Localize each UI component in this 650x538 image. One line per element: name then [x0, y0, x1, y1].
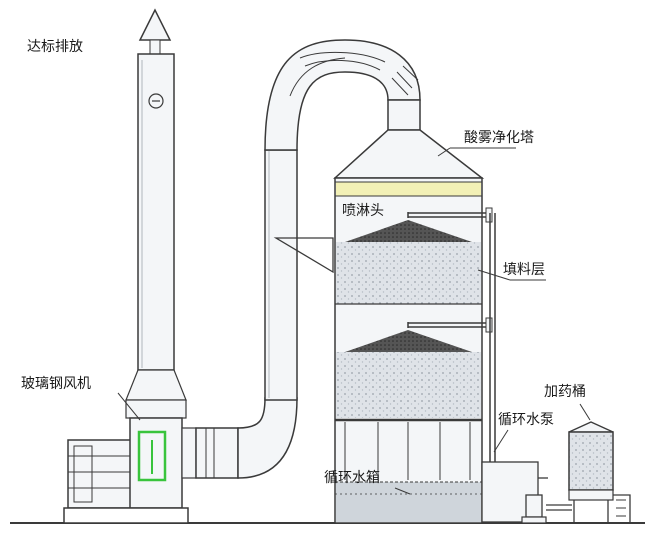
circulation-pump — [481, 461, 572, 524]
tower-roof — [333, 129, 485, 179]
label-tower: 酸雾净化塔 — [464, 130, 534, 146]
label-dosing-tank: 加药桶 — [544, 384, 586, 400]
label-pump: 循环水泵 — [498, 412, 554, 428]
dosing-tank — [568, 421, 631, 523]
exhaust-stack — [125, 8, 187, 419]
label-packing-layer: 填料层 — [503, 262, 545, 278]
label-spray-head: 喷淋头 — [342, 203, 384, 219]
pump-body — [525, 494, 543, 518]
fan-motor — [67, 439, 141, 509]
exhaust-arrow-icon — [138, 8, 172, 41]
label-fan: 玻璃钢风机 — [21, 376, 91, 392]
spray-cone-upper — [345, 220, 472, 242]
fan-highlight — [137, 430, 167, 482]
label-exhaust: 达标排放 — [27, 39, 83, 55]
spray-cone-lower — [345, 330, 472, 352]
inlet-duct — [195, 39, 421, 479]
leader-lines — [117, 147, 591, 495]
packing-layer-upper — [336, 242, 481, 304]
purification-tower — [333, 129, 485, 524]
packing-layer-lower — [336, 352, 481, 418]
label-water-tank: 循环水箱 — [324, 470, 380, 486]
water-tank — [336, 482, 481, 522]
demister-layer — [336, 182, 481, 196]
fan-unit — [63, 417, 197, 524]
dosing-tank-body — [568, 431, 614, 491]
spray-pipes — [407, 207, 496, 462]
